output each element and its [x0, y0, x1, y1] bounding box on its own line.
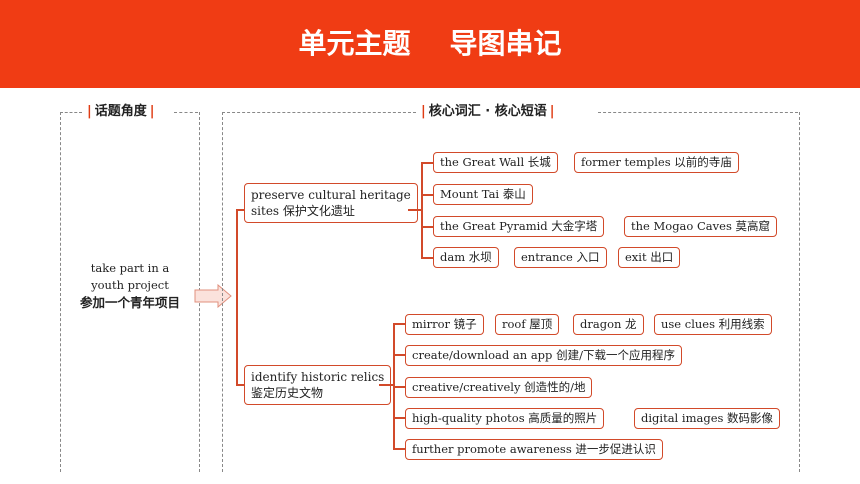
vocab-creative: creative/creatively 创造性的/地 — [405, 377, 593, 398]
left-heading-text: 话题角度 — [94, 104, 147, 119]
header-banner — [0, 0, 860, 88]
vocab-great-wall: the Great Wall 长城 — [433, 152, 558, 173]
right-panel-heading: |核心词汇 · 核心短语| — [418, 102, 558, 122]
vocab-promote-awareness: further promote awareness 进一步促进认识 — [405, 439, 663, 460]
vocab-mirror: mirror 镜子 — [405, 314, 484, 335]
connector — [421, 226, 433, 228]
branch-label-en: preserve cultural heritage — [251, 188, 411, 202]
connector — [393, 417, 405, 419]
vocab-mogao-caves: the Mogao Caves 莫高窟 — [624, 216, 777, 237]
heading-marker-left: | — [421, 104, 426, 119]
left-header-rule-right — [174, 112, 198, 113]
vocab-former-temples: former temples 以前的寺庙 — [574, 152, 739, 173]
vocab-roof: roof 屋顶 — [495, 314, 560, 335]
branch-label-cn: sites 保护文化遗址 — [251, 204, 355, 218]
topic-block: take part in a youth project 参加一个青年项目 — [60, 260, 200, 311]
connector — [393, 386, 405, 388]
heading-marker-right: | — [149, 104, 155, 119]
connector — [408, 209, 422, 211]
connector — [393, 448, 405, 450]
connector — [421, 162, 423, 258]
connector — [236, 209, 245, 211]
branch-label-en: identify historic relics — [251, 370, 385, 384]
connector — [236, 209, 238, 386]
heading-marker-right: | — [549, 104, 555, 119]
connector — [421, 257, 433, 259]
vocab-exit: exit 出口 — [618, 247, 681, 268]
branch-label-cn: 鉴定历史文物 — [251, 386, 324, 400]
topic-en-line1: take part in a — [90, 261, 170, 275]
topic-cn: 参加一个青年项目 — [79, 295, 180, 310]
connector — [393, 323, 405, 325]
heading-marker-left: | — [87, 104, 92, 119]
topic-en-line2: youth project — [91, 278, 169, 292]
branch-identify-relics: identify historic relics 鉴定历史文物 — [244, 365, 392, 405]
right-header-rule-right — [598, 112, 798, 113]
right-header-rule-left — [222, 112, 416, 113]
vocab-mount-tai: Mount Tai 泰山 — [433, 184, 533, 205]
page-title: 单元主题 导图串记 — [298, 27, 562, 60]
right-panel — [222, 112, 800, 472]
connector — [236, 384, 245, 386]
vocab-digital-images: digital images 数码影像 — [634, 408, 781, 429]
branch-preserve-heritage: preserve cultural heritage sites 保护文化遗址 — [244, 183, 418, 223]
connector — [421, 194, 433, 196]
connector — [393, 354, 405, 356]
vocab-entrance: entrance 入口 — [514, 247, 607, 268]
connector — [421, 162, 433, 164]
right-heading-text: 核心词汇 · 核心短语 — [428, 104, 547, 119]
connector — [379, 384, 394, 386]
vocab-dam: dam 水坝 — [433, 247, 499, 268]
vocab-great-pyramid: the Great Pyramid 大金字塔 — [433, 216, 605, 237]
vocab-use-clues: use clues 利用线索 — [654, 314, 772, 335]
left-panel-heading: |话题角度| — [84, 102, 158, 122]
vocab-create-app: create/download an app 创建/下载一个应用程序 — [405, 345, 682, 366]
vocab-hq-photos: high-quality photos 高质量的照片 — [405, 408, 605, 429]
left-header-rule-left — [60, 112, 82, 113]
vocab-dragon: dragon 龙 — [573, 314, 644, 335]
